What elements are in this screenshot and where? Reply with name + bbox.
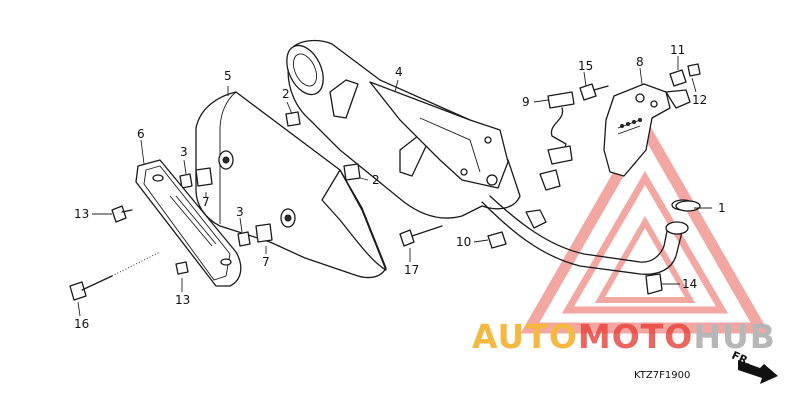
callout-3b: 3 (236, 205, 244, 219)
rubber-10 (487, 231, 507, 249)
collar-2 (285, 111, 361, 181)
callout-11: 11 (670, 43, 685, 57)
grommets (179, 167, 273, 247)
diagram-code: KTZ7F1900 (634, 370, 690, 381)
watermark-logo-triangle (520, 116, 770, 334)
callout-15: 15 (578, 59, 593, 73)
callout-2a: 2 (282, 87, 290, 101)
bolt-13-left (111, 205, 133, 223)
oxygen-sensor (539, 91, 575, 191)
muffler (286, 39, 695, 275)
callout-3a: 3 (180, 145, 188, 159)
callout-6: 6 (137, 127, 145, 141)
callout-12: 12 (692, 93, 707, 107)
callout-7b: 7 (262, 255, 270, 269)
nut-11 (669, 69, 687, 87)
callout-9: 9 (522, 95, 530, 109)
leader-lines (77, 56, 712, 317)
watermark-auto: AUTOMOTOHUB (472, 317, 776, 356)
bolt-16 (69, 251, 161, 301)
bolt-17 (399, 225, 443, 247)
callout-8: 8 (636, 55, 644, 69)
callout-4: 4 (395, 65, 403, 79)
callout-13b: 13 (175, 293, 190, 307)
watermark-text: AUTOMOTOHUB (472, 317, 776, 356)
callout-16: 16 (74, 317, 89, 331)
callout-1: 1 (718, 201, 726, 215)
muffler-protector (135, 159, 242, 287)
callout-10: 10 (456, 235, 471, 249)
bolt-12 (687, 63, 701, 77)
callout-14: 14 (682, 277, 697, 291)
callout-5: 5 (224, 69, 232, 83)
muffler-bracket (603, 83, 691, 177)
bolt-13-bottom (175, 261, 189, 275)
callout-7a: 7 (202, 195, 210, 209)
nut-14 (645, 273, 663, 295)
callout-13a: 13 (74, 207, 89, 221)
callout-labels: 1 2 2 3 3 4 5 6 7 7 8 9 10 11 12 13 13 1… (74, 43, 726, 331)
gasket-1 (675, 200, 701, 212)
callout-2b: 2 (372, 173, 380, 187)
callout-17: 17 (404, 263, 419, 277)
bolt-15 (579, 83, 609, 101)
